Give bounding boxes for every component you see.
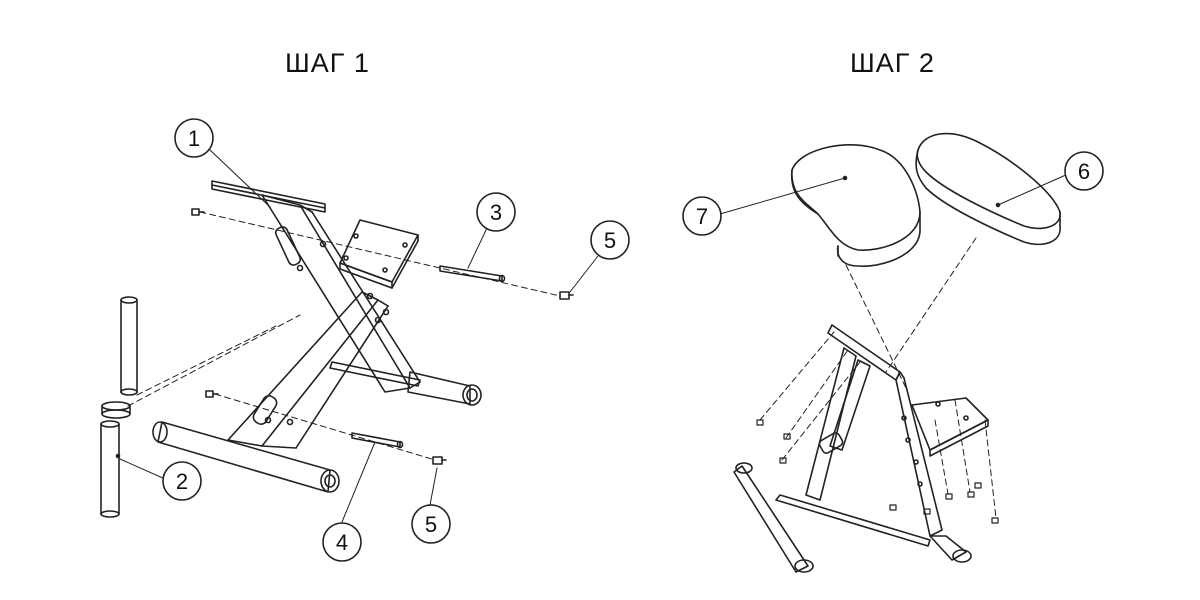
screw-set — [756, 419, 999, 524]
lower-cross-bar — [329, 361, 421, 387]
assembly-guide-lines-step-2 — [759, 237, 997, 519]
leader-lines-step-2 — [719, 173, 1069, 215]
svg-text:3: 3 — [490, 200, 502, 225]
callout-6: 6 — [1064, 151, 1104, 191]
callout-5: 5 — [411, 504, 451, 544]
callout-2: 2 — [162, 461, 202, 501]
seat-cushion — [790, 144, 921, 267]
svg-text:4: 4 — [336, 530, 348, 555]
callout-3: 3 — [476, 192, 516, 232]
cap-nut-icon — [432, 456, 447, 465]
front-foot-tube — [152, 421, 340, 493]
step-1-title: ШАГ 1 — [285, 48, 370, 78]
assembly-guide-lines — [127, 211, 561, 461]
svg-text:1: 1 — [188, 126, 200, 151]
knee-pad — [915, 132, 1061, 246]
step-1-assembly — [100, 149, 599, 523]
back-foot-tube — [407, 371, 482, 406]
svg-text:2: 2 — [176, 469, 188, 494]
axle-4 — [351, 432, 404, 449]
seat-mount-plate — [339, 219, 419, 289]
callout-1: 1 — [174, 118, 214, 158]
svg-text:5: 5 — [604, 228, 616, 253]
svg-text:6: 6 — [1078, 159, 1090, 184]
callout-7: 7 — [682, 196, 722, 236]
axle-3 — [439, 265, 506, 283]
svg-text:5: 5 — [425, 512, 437, 537]
callout-4: 4 — [322, 522, 362, 562]
leader-lines-step-1 — [119, 149, 599, 523]
svg-text:7: 7 — [696, 204, 708, 229]
cap-nut-icon — [559, 291, 574, 300]
step-2-assembly — [719, 132, 1069, 573]
callout-5: 5 — [590, 220, 630, 260]
frame-leg-b — [227, 291, 389, 449]
assembled-frame — [733, 324, 989, 573]
telescopic-tube-upper — [101, 296, 138, 419]
frame-leg-a — [261, 194, 421, 393]
telescopic-tube-lower — [100, 420, 121, 518]
step-2-title: ШАГ 2 — [850, 48, 935, 78]
